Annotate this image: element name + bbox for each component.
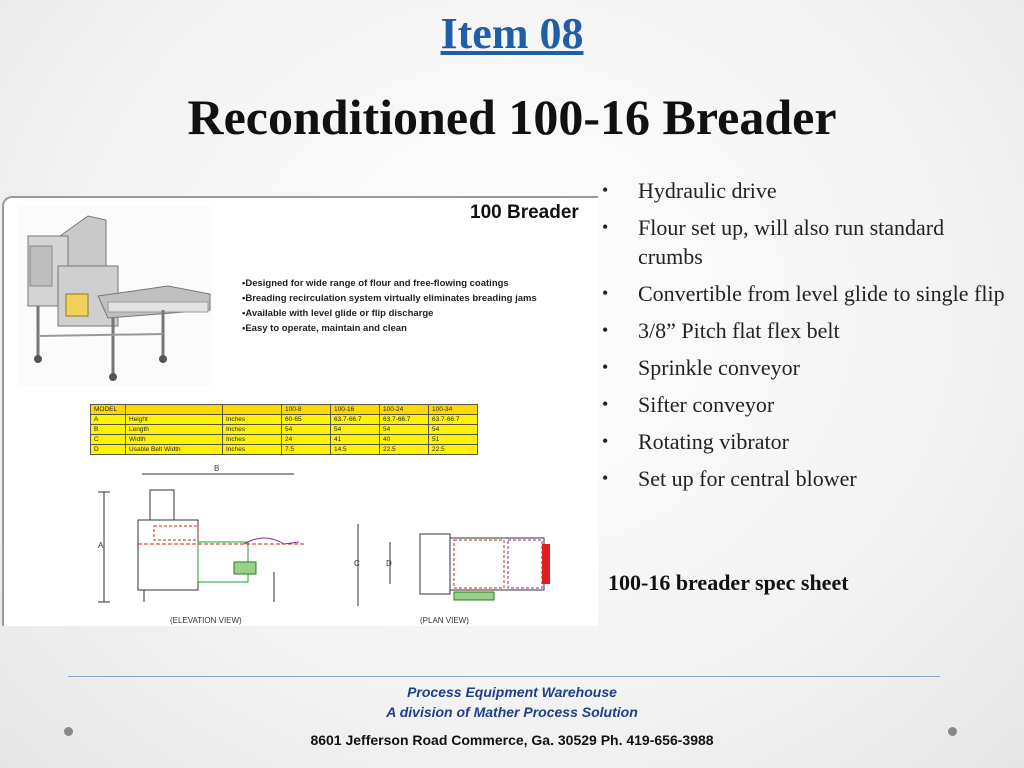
table-cell: 54	[379, 424, 429, 435]
table-cell: Inches	[222, 444, 282, 455]
table-header: 100-16	[330, 404, 380, 415]
item-number: Item 08	[440, 9, 584, 58]
table-row: B Length Inches 54 54 54 54	[90, 424, 478, 435]
table-cell: 22.5	[379, 444, 429, 455]
spec-sheet-image: 100 Breader Designed for wide range of f…	[2, 196, 598, 626]
elevation-drawing: A B	[98, 464, 304, 603]
spec-feature: Designed for wide range of flour and fre…	[242, 276, 537, 291]
table-row: D Usable Belt Width Inches 7.5 14.5 22.5…	[90, 444, 478, 455]
bullet-item: Flour set up, will also run standard cru…	[600, 213, 1010, 271]
bullet-item: Convertible from level glide to single f…	[600, 279, 1010, 308]
slide-title: Reconditioned 100-16 Breader	[187, 89, 837, 145]
table-cell: 51	[428, 434, 478, 445]
spec-feature: Available with level glide or flip disch…	[242, 306, 537, 321]
plan-drawing: C D	[354, 524, 550, 606]
table-cell: Width	[125, 434, 223, 445]
table-cell: 24	[281, 434, 331, 445]
table-cell: 63.7-66.7	[428, 414, 478, 425]
table-header	[125, 404, 223, 415]
table-cell: D	[90, 444, 126, 455]
elevation-caption: (ELEVATION VIEW)	[170, 616, 242, 625]
dimension-label-c: C	[354, 559, 360, 568]
table-header: 100-34	[428, 404, 478, 415]
table-cell: 63.7-66.7	[379, 414, 429, 425]
table-cell: 41	[330, 434, 380, 445]
table-row: A Height Inches 60-65 63.7-66.7 63.7-66.…	[90, 414, 478, 425]
bullet-item: 3/8” Pitch flat flex belt	[600, 316, 1010, 345]
table-cell: A	[90, 414, 126, 425]
spec-sheet-heading: 100 Breader	[470, 202, 579, 223]
table-cell: Length	[125, 424, 223, 435]
spec-feature: Easy to operate, maintain and clean	[242, 321, 537, 336]
table-cell: Inches	[222, 414, 282, 425]
table-cell: 63.7-66.7	[330, 414, 380, 425]
footer-address: 8601 Jefferson Road Commerce, Ga. 30529 …	[310, 732, 714, 748]
table-header: 100-8	[281, 404, 331, 415]
bullet-item: Set up for central blower	[600, 464, 1010, 493]
dimension-label-b: B	[214, 464, 219, 473]
table-cell: 14.5	[330, 444, 380, 455]
dimensions-table: MODEL 100-8 100-16 100-24 100-34 A Heigh…	[90, 404, 478, 455]
bullet-item: Sifter conveyor	[600, 390, 1010, 419]
table-cell: Inches	[222, 434, 282, 445]
table-cell: B	[90, 424, 126, 435]
table-cell: 54	[428, 424, 478, 435]
table-cell: 7.5	[281, 444, 331, 455]
table-header	[222, 404, 282, 415]
dimension-label-d: D	[386, 559, 392, 568]
table-row: C Width Inches 24 41 40 51	[90, 434, 478, 445]
table-cell: 22.5	[428, 444, 478, 455]
breader-photo	[18, 206, 212, 386]
footer-divider	[68, 676, 940, 677]
table-cell: Inches	[222, 424, 282, 435]
bullet-item: Rotating vibrator	[600, 427, 1010, 456]
spec-feature-list: Designed for wide range of flour and fre…	[242, 276, 537, 336]
dimension-label-a: A	[98, 541, 104, 550]
spec-sheet-link[interactable]: 100-16 breader spec sheet	[608, 570, 849, 595]
table-cell: C	[90, 434, 126, 445]
table-cell: Usable Belt Width	[125, 444, 223, 455]
table-cell: 60-65	[281, 414, 331, 425]
bullet-item: Hydraulic drive	[600, 176, 1010, 205]
corner-dot-right	[948, 727, 957, 736]
bullet-item: Sprinkle conveyor	[600, 353, 1010, 382]
corner-dot-left	[64, 727, 73, 736]
feature-bullet-list: Hydraulic drive Flour set up, will also …	[600, 176, 1010, 501]
table-cell: 54	[330, 424, 380, 435]
table-cell: Height	[125, 414, 223, 425]
table-header: 100-24	[379, 404, 429, 415]
table-header: MODEL	[90, 404, 126, 415]
spec-feature: Breading recirculation system virtually …	[242, 291, 536, 306]
table-cell: 54	[281, 424, 331, 435]
table-header-row: MODEL 100-8 100-16 100-24 100-34	[90, 404, 478, 415]
table-cell: 40	[379, 434, 429, 445]
footer-company: Process Equipment Warehouse	[407, 684, 617, 700]
footer-division: A division of Mather Process Solution	[386, 704, 638, 720]
plan-caption: (PLAN VIEW)	[420, 616, 469, 625]
